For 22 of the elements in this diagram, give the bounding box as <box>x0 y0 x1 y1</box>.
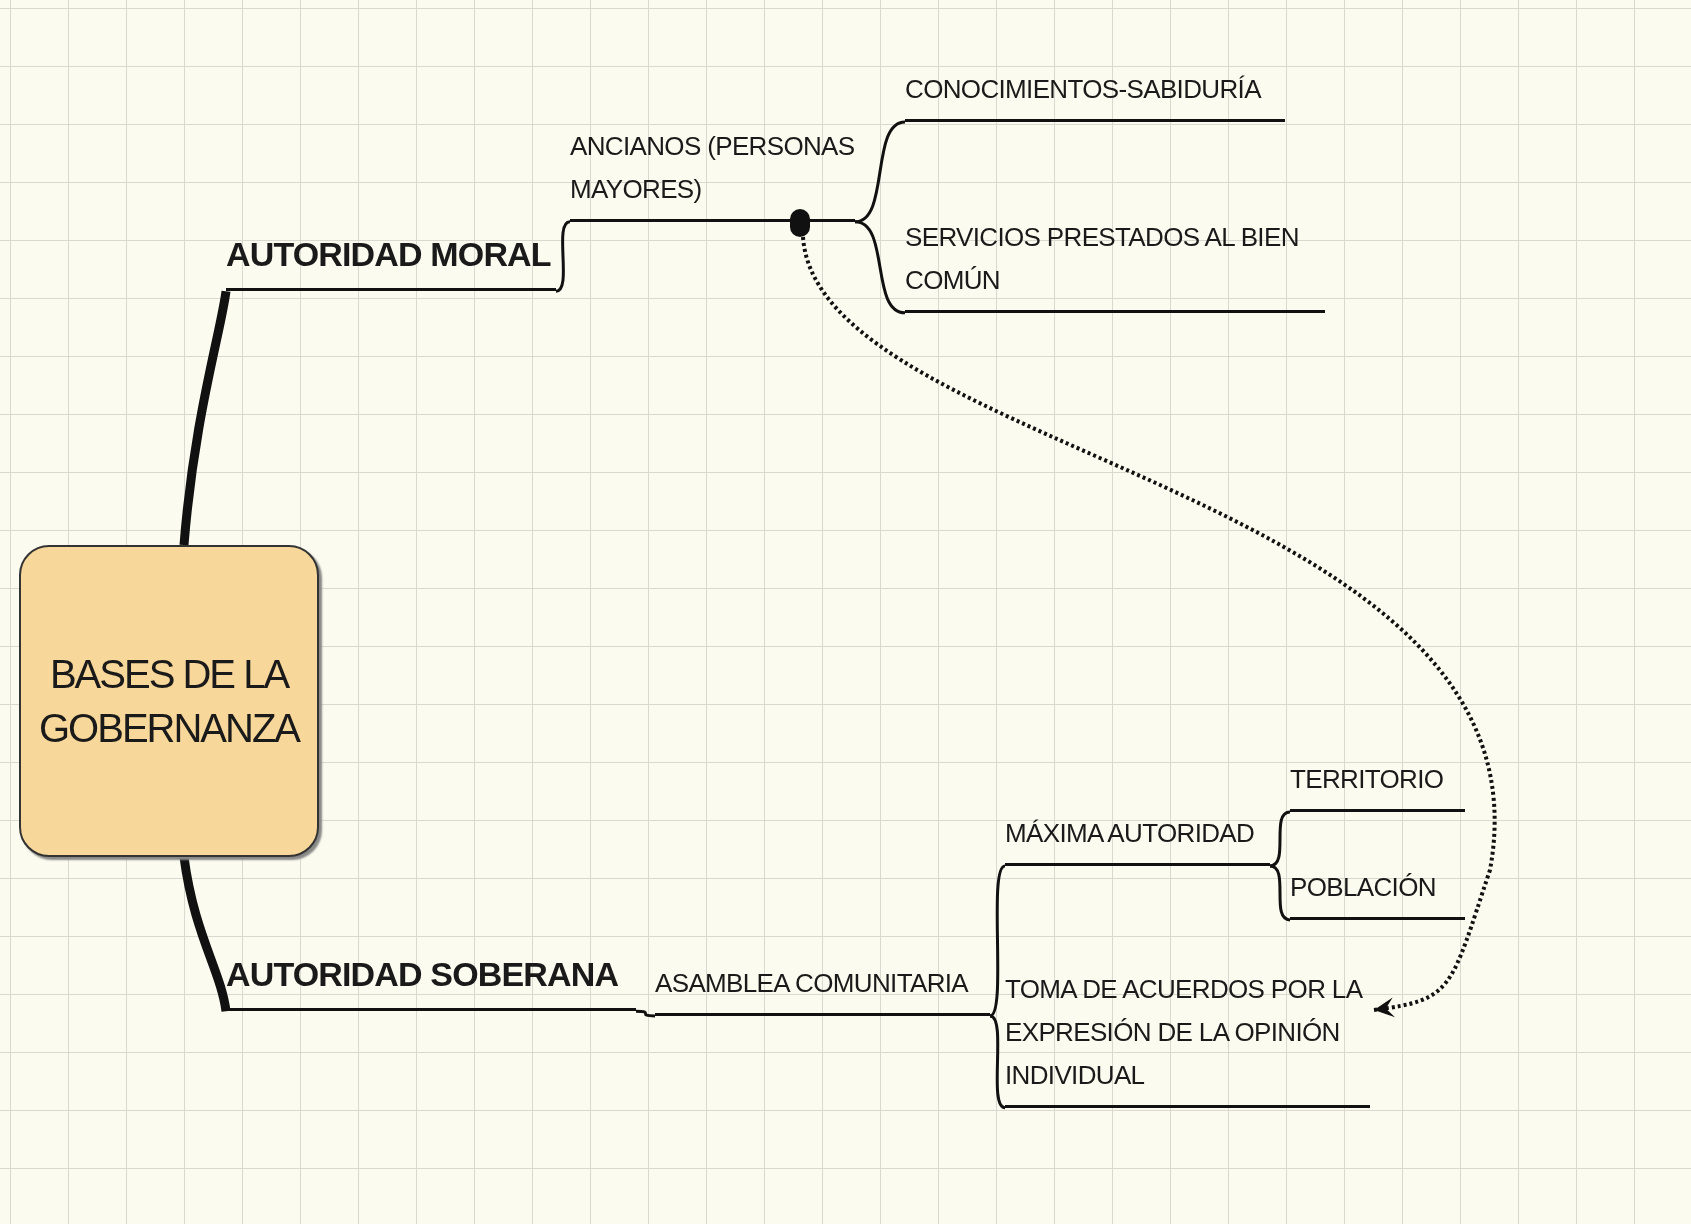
central-topic-box <box>19 545 319 857</box>
node-text: ANCIANOS (PERSONAS MAYORES) <box>570 130 855 206</box>
node-text: POBLACIÓN <box>1290 871 1437 904</box>
branch-line <box>179 290 231 546</box>
node-text: AUTORIDAD MORAL <box>226 234 552 275</box>
branch-line <box>1269 810 1291 868</box>
node-text: SERVICIOS PRESTADOS AL BIEN COMÚN <box>905 221 1300 297</box>
node-text: TERRITORIO <box>1290 763 1445 796</box>
branch-line <box>989 1014 1006 1109</box>
branch-line <box>854 220 906 315</box>
branch-line <box>635 1009 656 1018</box>
branch-line <box>555 220 571 293</box>
node-text: BASES DE LA GOBERNANZA <box>37 651 301 752</box>
node-text: AUTORIDAD SOBERANA <box>226 954 620 995</box>
branch-line <box>989 864 1006 1018</box>
node-text: MÁXIMA AUTORIDAD <box>1005 817 1256 850</box>
branch-line <box>179 856 231 1012</box>
node-text: CONOCIMIENTOS-SABIDURÍA <box>905 73 1263 106</box>
node-text: TOMA DE ACUERDOS POR LA EXPRESIÓN DE LA OPINIÓN INDIVIDUAL <box>1005 973 1363 1092</box>
branch-line <box>1269 864 1291 922</box>
dotted-arrow <box>801 236 1494 1018</box>
node-text: ASAMBLEA COMUNITARIA <box>655 967 970 1000</box>
